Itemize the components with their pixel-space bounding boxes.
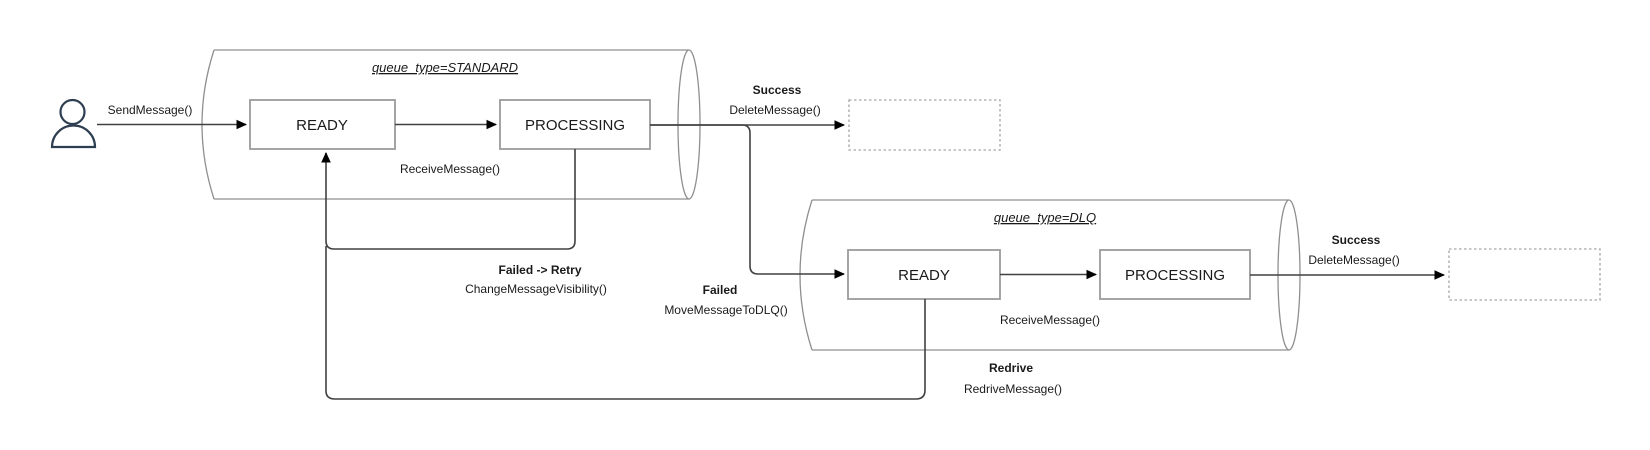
send-message-label: SendMessage() bbox=[108, 103, 193, 117]
dlq-cylinder-body bbox=[799, 199, 1289, 351]
standard-deleted-placeholder-box bbox=[848, 99, 1001, 151]
receive-message-standard-label: ReceiveMessage() bbox=[400, 162, 500, 176]
success-standard-method-label: DeleteMessage() bbox=[729, 103, 820, 117]
success-dlq-method-label: DeleteMessage() bbox=[1308, 253, 1399, 267]
standard-processing-label: PROCESSING bbox=[525, 117, 625, 134]
actor-head-shape bbox=[59, 98, 86, 126]
standard-ready-label: READY bbox=[296, 117, 348, 134]
dlq-processing-state: PROCESSING bbox=[1099, 249, 1251, 300]
redrive-method-label: RedriveMessage() bbox=[964, 382, 1062, 396]
standard-ready-state: READY bbox=[249, 99, 396, 150]
actor-body-shape bbox=[50, 124, 97, 149]
dlq-processing-box bbox=[1099, 249, 1251, 300]
dlq-ready-label: READY bbox=[898, 267, 950, 284]
dlq-ready-box bbox=[847, 249, 1001, 300]
redrive-outcome-label: Redrive bbox=[989, 361, 1033, 375]
failed-to-dlq-arrow bbox=[650, 124, 845, 279]
success-standard-outcome-label: Success bbox=[753, 83, 802, 97]
failed-to-dlq-outcome-label: Failed bbox=[703, 283, 738, 297]
redrive-loop-line bbox=[325, 246, 926, 400]
receive-message-dlq-label: ReceiveMessage() bbox=[1000, 313, 1100, 327]
standard-ready-box bbox=[249, 99, 396, 150]
success-dlq-outcome-label: Success bbox=[1332, 233, 1381, 247]
dlq-processing-label: PROCESSING bbox=[1125, 267, 1225, 284]
failed-to-dlq-method-label: MoveMessageToDLQ() bbox=[664, 303, 787, 317]
dlq-ready-state: READY bbox=[847, 249, 1001, 300]
standard-queue-type-label: queue_type=STANDARD bbox=[372, 60, 518, 75]
user-actor-icon bbox=[50, 98, 97, 149]
standard-processing-state: PROCESSING bbox=[499, 99, 651, 150]
failed-retry-loop-arrow bbox=[321, 149, 576, 250]
failed-retry-outcome-label: Failed -> Retry bbox=[498, 263, 581, 277]
failed-retry-method-label: ChangeMessageVisibility() bbox=[465, 282, 607, 296]
dlq-deleted-placeholder-box bbox=[1448, 248, 1601, 301]
dlq-queue-type-label: queue_type=DLQ bbox=[994, 210, 1096, 225]
